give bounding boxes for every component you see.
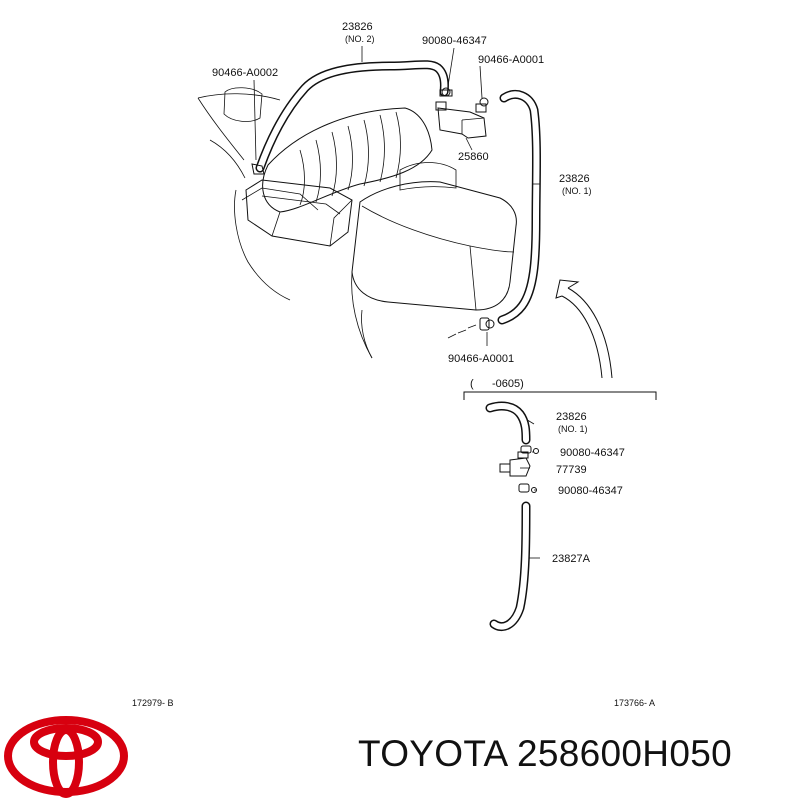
vsv-valve [435, 101, 487, 139]
label-vsv: 25860 [458, 151, 489, 163]
label-detail-clip-upper: 90080-46347 [560, 447, 625, 459]
ref-left: 172979- B [132, 698, 174, 708]
clamp-bottom [447, 317, 495, 339]
label-clamp-right-top: 90466-A0001 [478, 54, 544, 66]
label-range-note: ( -0605) [470, 378, 524, 390]
label-hose-no2: 23826 [342, 21, 373, 33]
label-hose-no2-sub: (NO. 2) [345, 34, 375, 44]
intake-bellows [262, 107, 433, 213]
label-hose-no1: 23826 [559, 173, 590, 185]
hose-no2 [255, 60, 449, 173]
label-detail-hose-sub: (NO. 1) [558, 424, 588, 434]
leader-lines [253, 46, 540, 559]
air-cleaner-box [351, 162, 517, 359]
label-clamp-bottom: 90466-A0001 [448, 353, 514, 365]
detail-assembly [485, 401, 539, 632]
label-detail-valve: 77739 [556, 464, 587, 476]
detail-bracket [463, 391, 657, 400]
label-detail-hose: 23826 [556, 411, 587, 423]
label-clamp-left: 90466-A0002 [212, 67, 278, 79]
label-detail-clip-lower: 90080-46347 [558, 485, 623, 497]
hose-no1 [497, 90, 541, 325]
flow-arrow [555, 279, 613, 379]
part-labels: 23826 (NO. 2) 90080-46347 90466-A0002 90… [212, 21, 625, 565]
engine-sketch [197, 87, 517, 359]
brand-title: TOYOTA 258600H050 [358, 733, 732, 774]
figure-refs: 172979- B 173766- A [132, 698, 655, 708]
clips-top [251, 87, 489, 175]
label-hose-no1-sub: (NO. 1) [562, 186, 592, 196]
label-detail-hose-b: 23827A [552, 553, 591, 565]
label-clip-top: 90080-46347 [422, 35, 487, 47]
toyota-logo-icon [4, 716, 128, 798]
ref-right: 173766- A [614, 698, 655, 708]
